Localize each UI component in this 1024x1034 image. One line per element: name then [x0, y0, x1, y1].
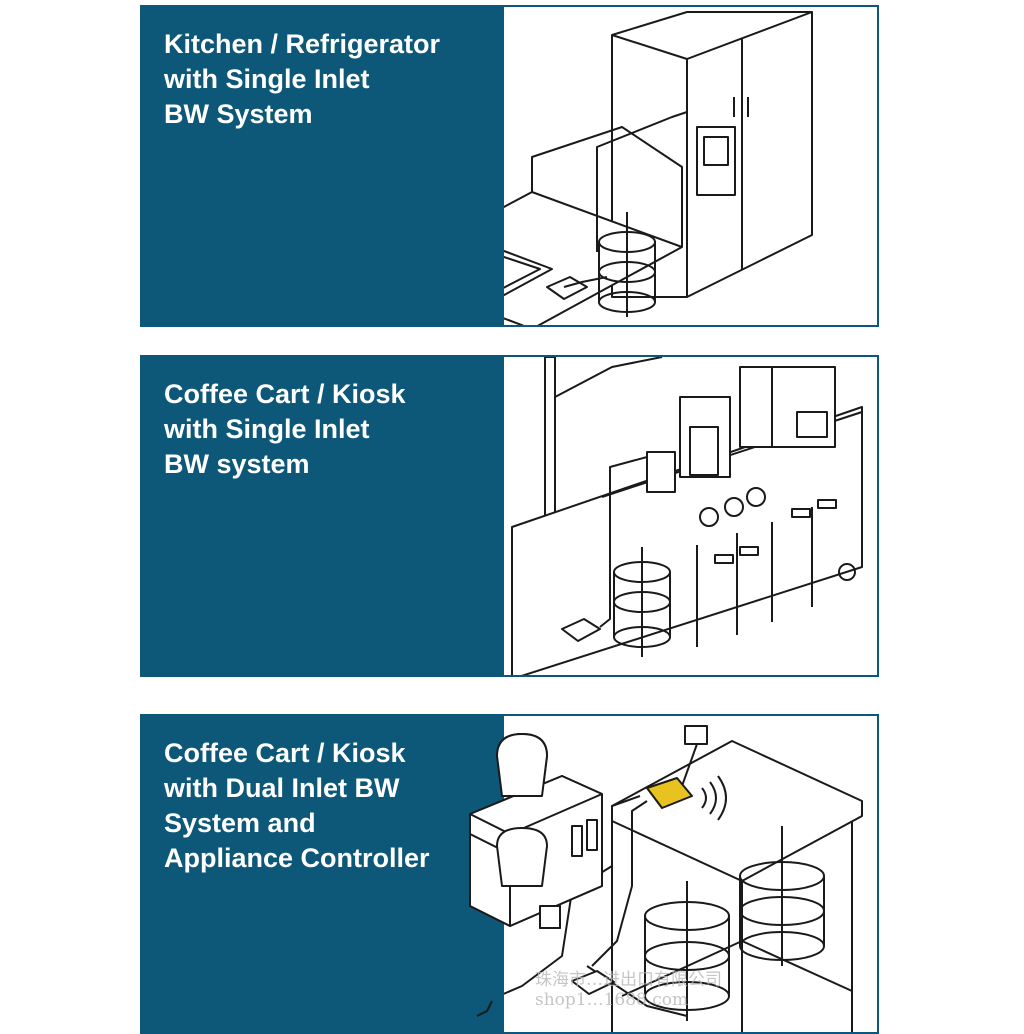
watermark-line: shop1…1688.com [535, 990, 689, 1010]
panel-title-line: with Dual Inlet BW [164, 773, 400, 803]
panel-coffee-cart-dual: Coffee Cart / Kiosk with Dual Inlet BW S… [140, 714, 879, 1034]
panel-title: Kitchen / Refrigerator with Single Inlet… [164, 27, 494, 132]
panel-title-box [142, 716, 504, 1032]
panel-title-line: with Single Inlet [164, 414, 370, 444]
panel-title-line: Coffee Cart / Kiosk [164, 379, 406, 409]
watermark-line: 珠海市…进出口有限公司 [535, 970, 722, 990]
panel-title-line: Coffee Cart / Kiosk [164, 738, 406, 768]
panel-title-line: with Single Inlet [164, 64, 370, 94]
panel-title: Coffee Cart / Kiosk with Single Inlet BW… [164, 377, 494, 482]
panel-title-box [142, 7, 504, 325]
panel-title-line: System and [164, 808, 316, 838]
panel-title-box [142, 357, 504, 675]
panel-title: Coffee Cart / Kiosk with Dual Inlet BW S… [164, 736, 494, 876]
panel-title-line: Kitchen / Refrigerator [164, 29, 441, 59]
panel-title-line: BW System [164, 99, 313, 129]
watermark: 珠海市…进出口有限公司 shop1…1688.com [535, 965, 722, 1010]
panel-title-line: BW system [164, 449, 310, 479]
panel-title-line: Appliance Controller [164, 843, 430, 873]
panel-coffee-cart-single: Coffee Cart / Kiosk with Single Inlet BW… [140, 355, 879, 677]
coffee-cart-single-illustration [511, 357, 863, 675]
panel-kitchen-refrigerator: Kitchen / Refrigerator with Single Inlet… [140, 5, 879, 327]
